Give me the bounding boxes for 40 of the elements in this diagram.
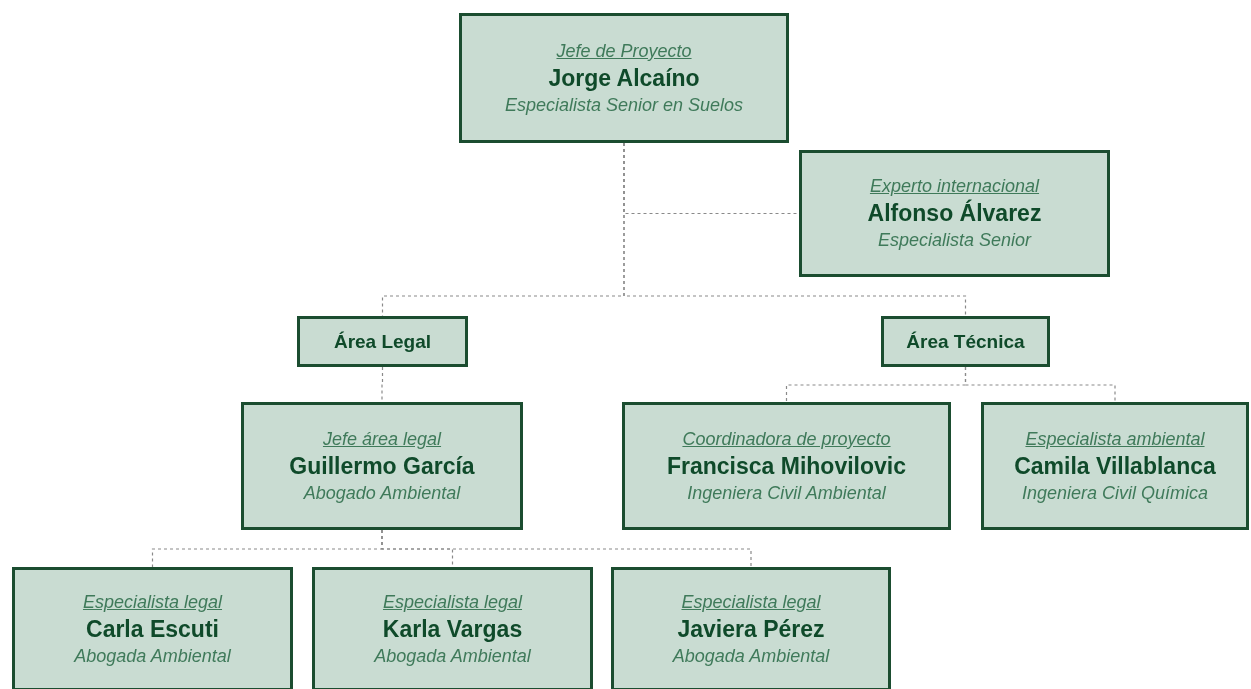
area-box (881, 316, 1050, 367)
area-box (297, 316, 468, 367)
person-box (611, 567, 891, 689)
role-title: Especialista legal (82, 591, 223, 613)
job-title: Abogada Ambiental (672, 645, 830, 667)
area-title: Área Técnica (906, 330, 1025, 353)
job-title: Abogada Ambiental (374, 645, 531, 667)
connector-line (381, 529, 752, 568)
person-name: Guillermo García (289, 452, 475, 480)
job-title: Especialista Senior (877, 230, 1032, 251)
connector-line (623, 142, 967, 317)
person-name: Karla Vargas (382, 615, 523, 643)
person-box (241, 402, 523, 530)
connector-line (381, 366, 384, 403)
person-name: Francisca Mihovilovic (667, 452, 906, 480)
role-title: Jefe de Proyecto (556, 40, 692, 62)
role-title: Experto internacional (869, 176, 1040, 197)
job-title: Abogado Ambiental (303, 482, 461, 504)
job-title: Especialista Senior en Suelos (504, 94, 744, 116)
person-box (312, 567, 593, 689)
person-box (981, 402, 1249, 530)
role-title: Jefe área legal (322, 428, 442, 450)
person-box (12, 567, 293, 689)
person-box (459, 13, 789, 143)
person-name: Javiera Pérez (677, 615, 825, 643)
job-title: Ingeniera Civil Química (1021, 482, 1209, 504)
person-box (622, 402, 951, 530)
role-title: Coordinadora de proyecto (682, 428, 891, 450)
role-title: Especialista legal (382, 591, 523, 613)
person-box (799, 150, 1110, 277)
connector-line (964, 366, 1116, 403)
person-name: Camila Villablanca (1014, 452, 1216, 480)
person-name: Carla Escuti (86, 615, 219, 643)
job-title: Abogada Ambiental (74, 645, 231, 667)
role-title: Especialista ambiental (1025, 428, 1205, 450)
area-title: Área Legal (333, 330, 432, 353)
person-name: Jorge Alcaíno (548, 64, 700, 92)
role-title: Especialista legal (681, 591, 821, 613)
person-name: Alfonso Álvarez (867, 200, 1042, 227)
job-title: Ingeniera Civil Ambiental (687, 482, 886, 504)
